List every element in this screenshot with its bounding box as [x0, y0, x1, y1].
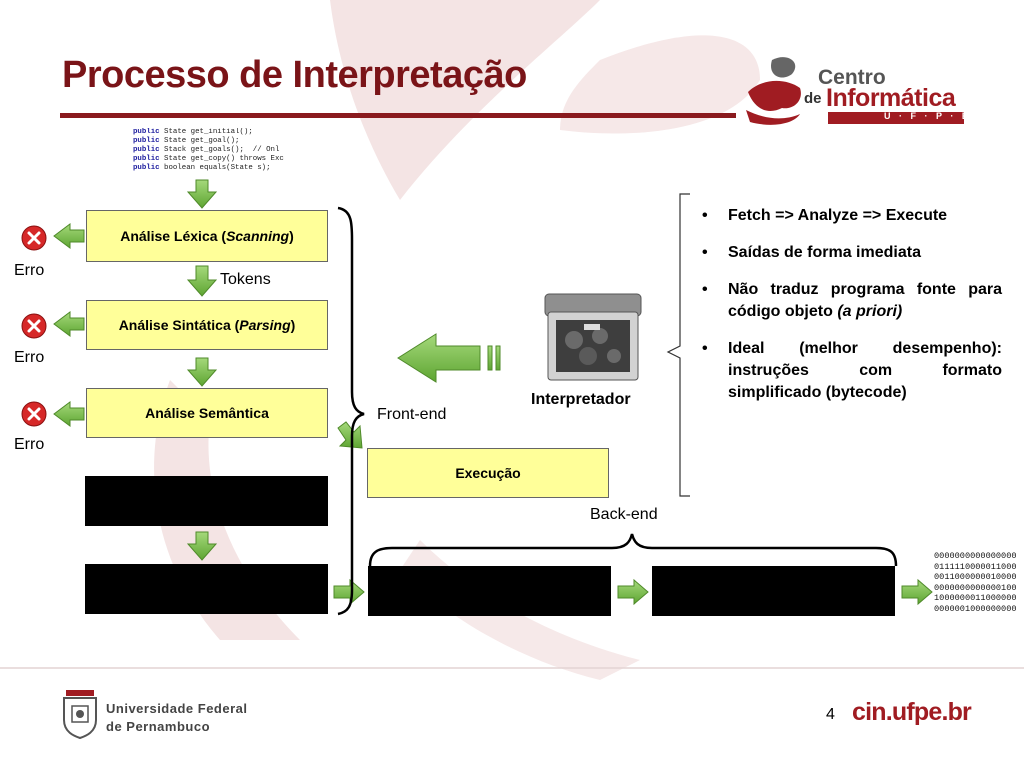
error-label-3: Erro [14, 436, 45, 453]
code-keyword: public [133, 164, 160, 172]
back-end-label: Back-end [590, 506, 658, 523]
arrow-left-error-2 [53, 311, 85, 337]
code-keyword: public [133, 137, 160, 145]
page-number: 4 [826, 706, 835, 723]
arrow-right-to-backend [333, 578, 365, 606]
arrow-down-lexical-to-syntax [186, 265, 218, 297]
bullet-item: Saídas de forma imediata [702, 242, 1002, 264]
error-x-icon [21, 225, 47, 251]
source-code-snippet: public State get_initial();public State … [133, 128, 303, 172]
cin-logo-mark [746, 57, 801, 125]
error-label-2: Erro [14, 349, 45, 366]
code-keyword: public [133, 146, 160, 154]
semantic-analysis-box: Análise Semântica [86, 388, 328, 438]
slide-title: Processo de Interpretação [62, 54, 527, 96]
execution-box: Execução [367, 448, 609, 498]
binary-line: 0000000000000100 [934, 582, 1017, 593]
front-end-label: Front-end [377, 406, 447, 423]
bullet-text: Fetch => Analyze => Execute [728, 207, 948, 224]
bullet-text: Ideal (melhor desempenho): instruções co… [728, 340, 1002, 401]
arrow-down-syntax-to-semantic [186, 357, 218, 387]
arrow-frontend-to-execution [337, 421, 363, 449]
redacted-box-2 [85, 564, 328, 614]
arrow-interpreter-to-frontend [397, 333, 501, 383]
code-rest: State get_copy() throws Exc [159, 155, 284, 163]
binary-line: 1000000011000000 [934, 593, 1017, 604]
binary-line: 0000000000000000 [934, 551, 1017, 561]
arrow-down-black1-to-black2 [186, 531, 218, 561]
code-line: public State get_initial(); [133, 128, 303, 137]
code-rest: Stack get_goals(); // Onl [159, 146, 280, 154]
arrow-left-error-1 [53, 223, 85, 249]
arrow-left-error-3 [53, 401, 85, 427]
bullet-item: Fetch => Analyze => Execute [702, 205, 1002, 227]
bullet-item: Ideal (melhor desempenho): instruções co… [702, 338, 1002, 404]
logo-ufpe-text: U · F · P · E [884, 111, 971, 121]
code-rest: boolean equals(State s); [159, 164, 271, 172]
ufpe-crest-icon [63, 690, 97, 740]
redacted-box-4 [652, 566, 895, 616]
syntax-analysis-box: Análise Sintática (Parsing) [86, 300, 328, 350]
code-line: public State get_goal(); [133, 137, 303, 146]
syntax-analysis-suffix: ) [290, 317, 296, 333]
bullets-bracket [666, 193, 690, 497]
interpreter-label: Interpretador [531, 391, 631, 408]
lexical-analysis-suffix: ) [289, 228, 294, 244]
binary-line: 0000001000000000 [934, 603, 1017, 614]
lexical-analysis-prefix: Análise Léxica ( [120, 228, 227, 244]
code-line: public boolean equals(State s); [133, 164, 303, 172]
error-label-1: Erro [14, 262, 45, 279]
code-keyword: public [133, 155, 160, 163]
back-end-brace [368, 533, 898, 567]
title-underline [60, 113, 736, 118]
error-x-icon [21, 313, 47, 339]
bullet-text: Não traduz programa fonte para código ob… [728, 281, 1002, 320]
footer-pernambuco: de Pernambuco [106, 719, 211, 734]
site-url: cin.ufpe.br [852, 698, 972, 726]
footer-university: Universidade Federal [106, 701, 248, 716]
lexical-analysis-box: Análise Léxica (Scanning) [86, 210, 328, 262]
binary-line: 0011000000010000 [934, 572, 1017, 583]
front-end-brace [337, 206, 365, 616]
logo-ufpe-bar [828, 112, 964, 124]
bullet-italic: (a priori) [837, 303, 903, 320]
arrow-right-between-black [617, 578, 649, 606]
code-line: public Stack get_goals(); // Onl [133, 146, 303, 155]
tokens-label: Tokens [220, 271, 271, 288]
code-rest: State get_goal(); [159, 137, 240, 145]
bullet-list: Fetch => Analyze => ExecuteSaídas de for… [702, 205, 1002, 419]
redacted-box-3 [368, 566, 611, 616]
bullet-text: Saídas de forma imediata [728, 244, 921, 261]
bullet-item: Não traduz programa fonte para código ob… [702, 279, 1002, 323]
error-x-icon [21, 401, 47, 427]
lexical-analysis-italic: Scanning [226, 228, 290, 244]
logo-informatica: Informática [826, 84, 956, 112]
logo-centro: Centro [818, 66, 886, 89]
syntax-analysis-italic: Parsing [239, 317, 291, 333]
syntax-analysis-prefix: Análise Sintática ( [118, 317, 240, 333]
arrow-down-code-to-lexical [186, 179, 218, 209]
code-rest: State get_initial(); [159, 128, 253, 136]
code-keyword: public [133, 128, 160, 136]
redacted-box-1 [85, 476, 328, 526]
arrow-right-to-binary [901, 578, 933, 606]
logo-de: de [804, 90, 822, 107]
puzzle-box-icon [544, 293, 642, 381]
binary-line: 0111110000011000 [934, 561, 1017, 572]
code-line: public State get_copy() throws Exc [133, 155, 303, 164]
